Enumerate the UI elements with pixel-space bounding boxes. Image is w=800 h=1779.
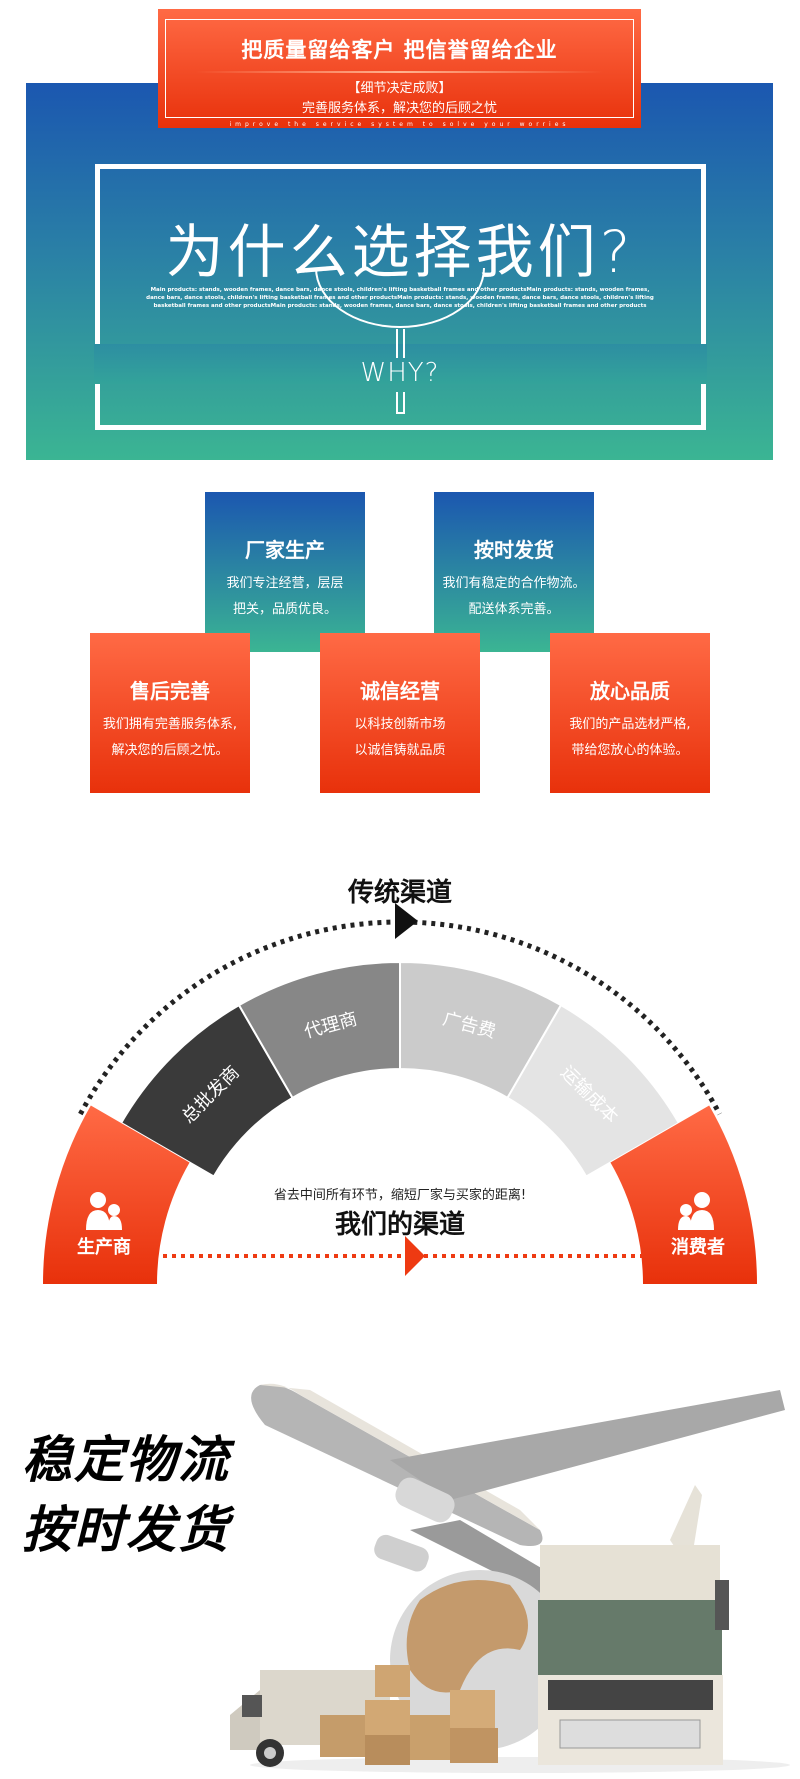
- feature-text: 带给您放心的体验。: [571, 743, 689, 758]
- banner-english: improve the service system to solve your…: [229, 121, 570, 128]
- feature-text: 我们有稳定的合作物流。: [442, 576, 586, 591]
- feature-text: 以诚信铸就品质: [354, 743, 446, 758]
- white-frame: [94, 164, 707, 430]
- truck-icon: [538, 1545, 729, 1765]
- banner-tagline: 完善服务体系，解决您的后顾之忧: [301, 101, 497, 116]
- why-english: WHY?: [360, 358, 440, 388]
- feature-text: 配送体系完善。: [468, 602, 560, 617]
- logistics-illustration: [230, 1383, 790, 1773]
- feature-text: 解决您的后顾之忧。: [111, 743, 229, 758]
- feature-title: 放心品质: [590, 679, 670, 703]
- producer-block: [43, 1105, 190, 1284]
- feature-text: 我们的产品选材严格,: [569, 717, 691, 732]
- consumer-block: [610, 1105, 757, 1284]
- channel-segment: [506, 1003, 681, 1178]
- producer-label: 生产商: [77, 1237, 131, 1258]
- channel-segment: [119, 1003, 294, 1178]
- traditional-path-dots: [78, 919, 722, 1116]
- feature-title: 售后完善: [130, 679, 210, 703]
- banner-title: 把质量留给客户 把信誉留给企业: [241, 38, 558, 62]
- divider: [196, 71, 603, 73]
- logistics-line2: 按时发货: [22, 1500, 230, 1559]
- feature-card: 诚信经营 以科技创新市场 以诚信铸就品质: [320, 633, 480, 793]
- feature-title: 诚信经营: [360, 679, 440, 703]
- feature-title: 按时发货: [474, 538, 554, 562]
- channel-segment: [237, 960, 401, 1100]
- consumer-label: 消费者: [671, 1237, 725, 1258]
- channel-arc-diagram: 总批发商代理商广告费运输成本: [43, 903, 757, 1284]
- decorative-bar: [396, 392, 405, 414]
- feature-text: 我们拥有完善服务体系,: [102, 717, 238, 732]
- feature-title: 厂家生产: [245, 538, 325, 562]
- globe-icon: [390, 1570, 570, 1750]
- feature-card: 厂家生产 我们专注经营，层层 把关，品质优良。: [205, 492, 365, 652]
- our-channel-title: 我们的渠道: [334, 1210, 465, 1240]
- feature-text: 以科技创新市场: [354, 717, 446, 732]
- people-icon: [86, 1192, 122, 1230]
- feature-card: 售后完善 我们拥有完善服务体系, 解决您的后顾之忧。: [90, 633, 250, 793]
- feature-card: 放心品质 我们的产品选材严格, 带给您放心的体验。: [550, 633, 710, 793]
- decorative-bar: [396, 329, 405, 358]
- traditional-channel-title: 传统渠道: [347, 878, 452, 908]
- banner-subtitle: 【细节决定成败】: [347, 81, 452, 96]
- arrow-icon: [395, 903, 418, 939]
- channel-segment: [399, 960, 563, 1100]
- feature-text: 把关，品质优良。: [232, 602, 337, 617]
- why-description: Main products: stands, wooden frames, da…: [146, 287, 654, 309]
- airplane-icon: [251, 1383, 785, 1600]
- boxes-icon: [320, 1665, 498, 1765]
- logistics-line1: 稳定物流: [22, 1430, 230, 1489]
- arrow-icon: [405, 1236, 425, 1276]
- feature-card: 按时发货 我们有稳定的合作物流。 配送体系完善。: [434, 492, 594, 652]
- people-icon: [678, 1192, 714, 1230]
- slogan-banner: 把质量留给客户 把信誉留给企业 【细节决定成败】 完善服务体系，解决您的后顾之忧…: [158, 9, 641, 128]
- feature-text: 我们专注经营，层层: [226, 576, 344, 591]
- channel-note: 省去中间所有环节，缩短厂家与买家的距离!: [273, 1188, 527, 1203]
